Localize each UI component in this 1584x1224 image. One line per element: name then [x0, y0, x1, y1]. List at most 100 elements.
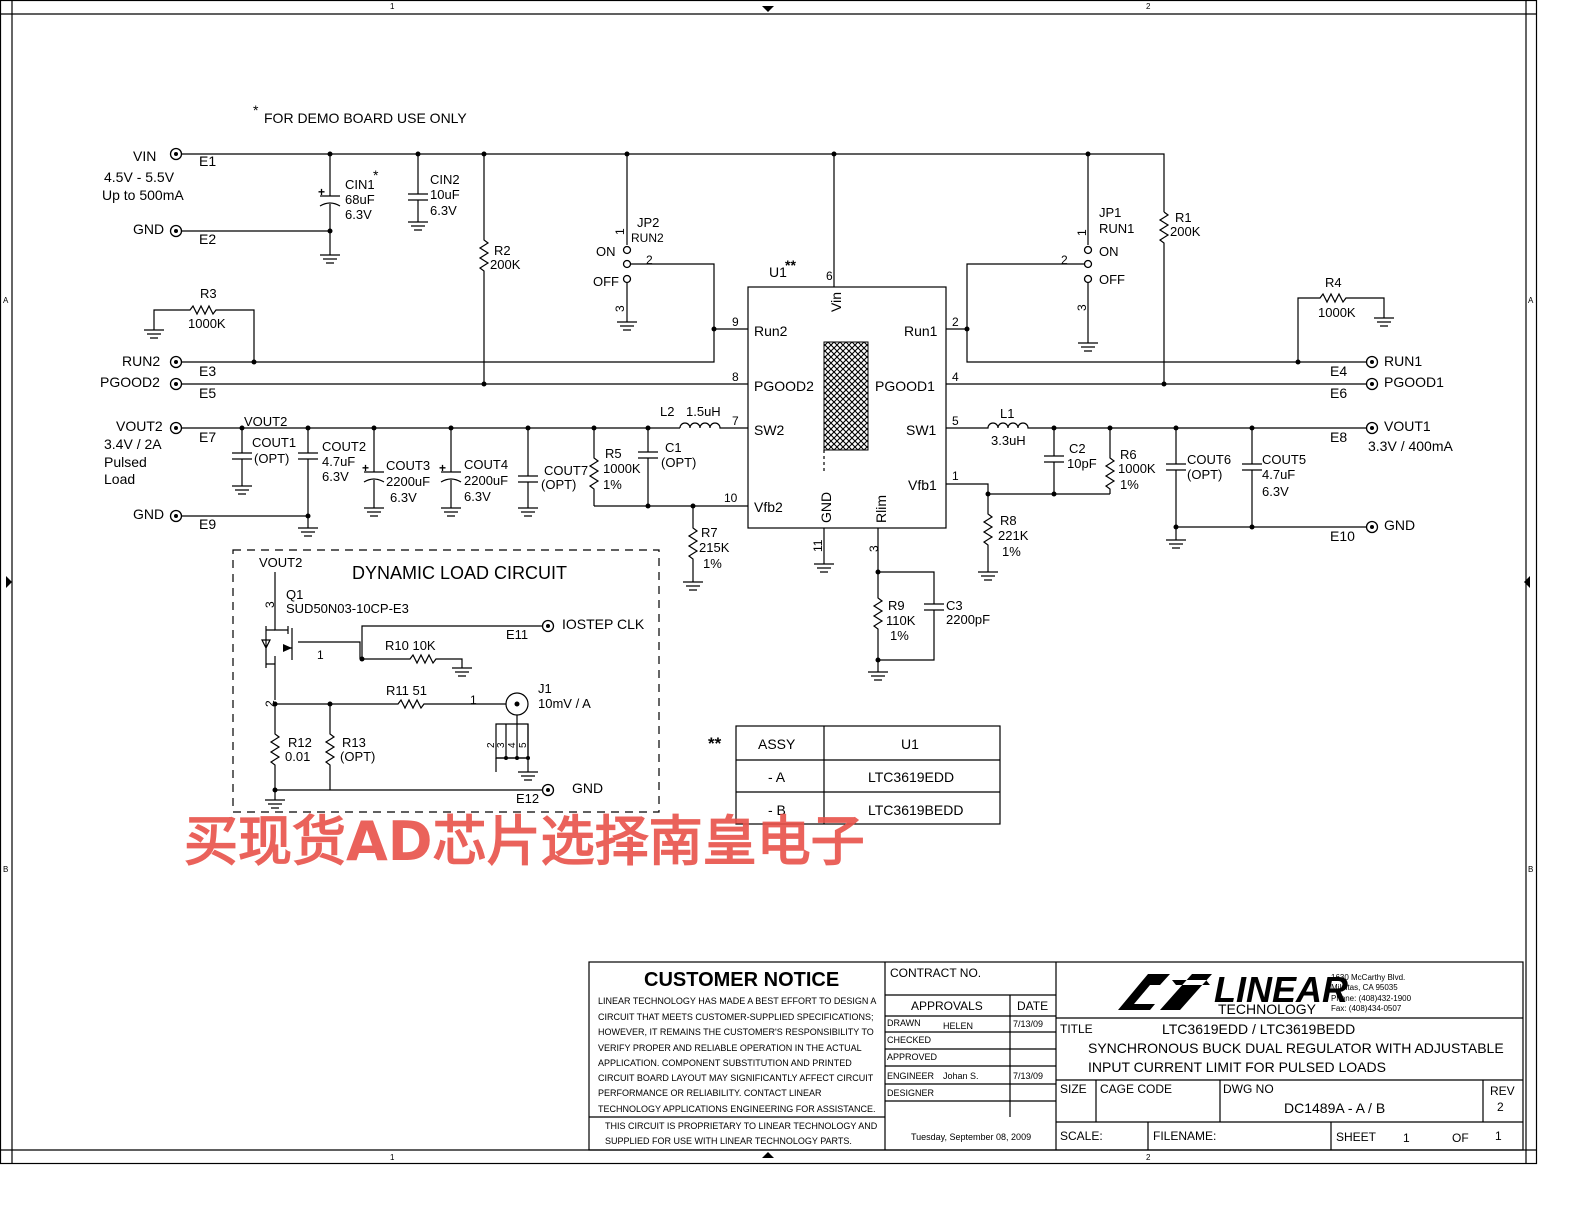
j1-pin4: 4 [507, 742, 518, 748]
j1-ref: J1 [538, 681, 552, 696]
scale-label: SCALE: [1060, 1129, 1103, 1143]
right-terminals: RUN1 PGOOD1 E4 E6 [946, 353, 1444, 401]
cin2-value: 10uF [430, 187, 460, 202]
j1-pin2: 2 [486, 742, 497, 748]
logo-linear: LINEAR [1214, 969, 1348, 1010]
cout6-value: (OPT) [1187, 467, 1222, 482]
dwg-number: DC1489A - A / B [1284, 1100, 1385, 1116]
r11-label: R11 51 [386, 683, 427, 698]
notice-line: APPLICATION. COMPONENT SUBSTITUTION AND … [598, 1058, 852, 1068]
run2-label: RUN2 [122, 353, 160, 369]
r7-tol: 1% [703, 556, 722, 571]
assy-row-b-part: LTC3619BEDD [868, 802, 963, 818]
dwg-no-label: DWG NO [1223, 1082, 1274, 1096]
r12-value: 0.01 [285, 749, 310, 764]
dynamic-load-title: DYNAMIC LOAD CIRCUIT [352, 563, 567, 583]
of-label: OF [1452, 1131, 1469, 1145]
date-header: DATE [1017, 999, 1048, 1013]
note-star: * [253, 102, 259, 118]
title-line-2: SYNCHRONOUS BUCK DUAL REGULATOR WITH ADJ… [1088, 1040, 1504, 1056]
c2-ref: C2 [1069, 441, 1086, 456]
drawn-date: 7/13/09 [1013, 1019, 1043, 1029]
vout1-spec: 3.3V / 400mA [1368, 438, 1453, 454]
dl-gnd-label: GND [572, 780, 603, 796]
jp1-name: JP1 [1099, 205, 1121, 220]
assy-table: ** ASSY U1 - A LTC3619EDD - B LTC3619BED… [708, 725, 1001, 825]
jp2-off: OFF [593, 274, 619, 289]
logo-technology: TECHNOLOGY [1218, 1001, 1317, 1017]
assy-stars: ** [708, 734, 722, 753]
cout7-value: (OPT) [541, 477, 576, 492]
u1-pgood1-pin: PGOOD1 [875, 378, 935, 394]
r7-ref: R7 [701, 525, 718, 540]
gnd-out2-label: GND [133, 506, 164, 522]
filename-label: FILENAME: [1153, 1129, 1216, 1143]
iostep-clk-label: IOSTEP CLK [562, 616, 645, 632]
notice-line: LINEAR TECHNOLOGY HAS MADE A BEST EFFORT… [598, 996, 876, 1006]
dl-vout2-label: VOUT2 [259, 555, 302, 570]
vout1-section: L1 3.3uH C2 10pF R6 1000K 1% R8 221K 1% … [946, 406, 1453, 581]
q1-ref: Q1 [286, 587, 303, 602]
svg-text:+: + [362, 461, 369, 475]
u1-pin3-num: 3 [867, 545, 881, 552]
q1-pin3: 3 [263, 601, 277, 608]
notice-line: VERIFY PROPER AND RELIABLE OPERATION IN … [598, 1043, 862, 1053]
u1-pin7-num: 7 [732, 414, 739, 428]
r9-tol: 1% [890, 628, 909, 643]
r5-ref: R5 [605, 446, 622, 461]
jp2-pin3: 3 [613, 305, 627, 312]
e10-label: E10 [1330, 528, 1355, 544]
u1-pin11-num: 11 [811, 539, 825, 552]
notice-line: PERFORMANCE OR RELIABILITY. CONTACT LINE… [598, 1088, 822, 1098]
q1-part: SUD50N03-10CP-E3 [286, 601, 409, 616]
r1-resistor: R1 200K [1158, 210, 1201, 387]
address-line: Milpitas, CA 95035 [1331, 983, 1398, 992]
vout2-pulsed: Pulsed [104, 454, 147, 470]
l2-ref: L2 [660, 404, 674, 419]
c1-value: (OPT) [661, 455, 696, 470]
r3-resistor: R3 1000K [144, 286, 257, 365]
r6-value: 1000K [1118, 461, 1156, 476]
title-line-1: LTC3619EDD / LTC3619BEDD [1162, 1021, 1355, 1037]
r2-ref: R2 [494, 243, 511, 258]
l1-value: 3.3uH [991, 433, 1026, 448]
c3-value: 2200pF [946, 612, 990, 627]
input-section: VIN 4.5V - 5.5V Up to 500mA GND E1 E2 + … [102, 147, 1165, 387]
engineer-date: 7/13/09 [1013, 1071, 1043, 1081]
r8-ref: R8 [1000, 513, 1017, 528]
r5-value: 1000K [603, 461, 641, 476]
jp1-on: ON [1099, 244, 1119, 259]
cout6-ref: COUT6 [1187, 452, 1231, 467]
cout3-voltage: 6.3V [390, 490, 417, 505]
zone-1-top: 1 [390, 2, 395, 11]
vout1-label: VOUT1 [1384, 418, 1431, 434]
left-terminals: RUN2 PGOOD2 E3 E5 [100, 263, 748, 401]
e5-label: E5 [199, 385, 216, 401]
cin1-voltage: 6.3V [345, 207, 372, 222]
rlim-network: R9 110K 1% C3 2200pF [868, 569, 990, 681]
cout1-ref: COUT1 [252, 435, 296, 450]
r3-ref: R3 [200, 286, 217, 301]
pgood1-label: PGOOD1 [1384, 374, 1444, 390]
proprietary-line: THIS CIRCUIT IS PROPRIETARY TO LINEAR TE… [605, 1121, 878, 1131]
zone-2-bottom: 2 [1146, 1153, 1151, 1162]
r1-ref: R1 [1175, 210, 1192, 225]
jp2-name: JP2 [637, 215, 659, 230]
title-block: CUSTOMER NOTICE LINEAR TECHNOLOGY HAS MA… [588, 961, 1524, 1151]
of-number: 1 [1495, 1129, 1502, 1143]
u1-vin-pin: Vin [828, 292, 844, 312]
cout1-value: (OPT) [254, 451, 289, 466]
cout3-ref: COUT3 [386, 458, 430, 473]
jp1-off: OFF [1099, 272, 1125, 287]
r2-value: 200K [490, 257, 521, 272]
vout2-section: VOUT2 3.4V / 2A Pulsed Load GND E7 E9 VO… [104, 404, 748, 591]
drawn-by: HELEN [943, 1021, 973, 1031]
r1-value: 200K [1170, 224, 1201, 239]
u1-ref: U1 [769, 264, 787, 280]
jp1-pin2: 2 [1061, 253, 1068, 267]
u1-pin4-num: 4 [952, 370, 959, 384]
rev-label: REV [1490, 1084, 1515, 1098]
e1-label: E1 [199, 153, 216, 169]
zone-1-bottom: 1 [390, 1153, 395, 1162]
